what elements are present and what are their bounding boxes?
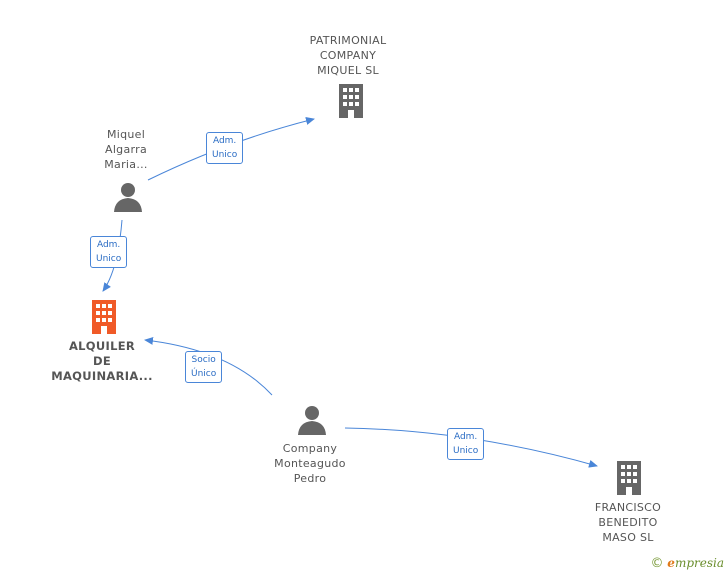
label-line: MASO SL <box>602 531 654 544</box>
brand-name: mpresia <box>674 556 724 570</box>
label-line: Company <box>282 442 338 455</box>
label-line: MAQUINARIA... <box>51 369 153 383</box>
edge-label-line: Adm. <box>96 240 121 250</box>
label-line: FRANCISCO <box>594 501 662 514</box>
node-label-patrimonial[interactable]: PATRIMONIAL COMPANY MIQUEL SL <box>298 33 398 78</box>
person-icon[interactable] <box>113 182 143 212</box>
edge-label-pedro-francisco[interactable]: Adm. Unico <box>447 428 485 460</box>
label-line: ALQUILER <box>68 339 136 353</box>
label-line: Algarra <box>105 143 147 156</box>
label-line: PATRIMONIAL <box>309 34 387 47</box>
label-line: Miquel <box>106 128 146 141</box>
edge-label-line: Adm. <box>212 136 237 146</box>
building-icon[interactable] <box>336 84 366 118</box>
label-line: MIQUEL SL <box>317 64 379 77</box>
label-line: BENEDITO <box>598 516 658 529</box>
edge-label-line: Adm. <box>453 432 478 442</box>
copyright-symbol: © <box>650 556 664 571</box>
brand-initial: e <box>667 556 675 570</box>
node-label-miquel[interactable]: Miquel Algarra Maria... <box>86 127 166 172</box>
building-icon[interactable] <box>614 461 644 495</box>
node-label-alquiler[interactable]: ALQUILER DE MAQUINARIA... <box>44 339 160 384</box>
edge-label-line: Unico <box>453 446 479 456</box>
empresia-watermark: © empresia <box>650 556 724 571</box>
label-line: COMPANY <box>319 49 377 62</box>
node-label-francisco[interactable]: FRANCISCO BENEDITO MASO SL <box>578 500 678 545</box>
edge-label-line: Único <box>191 369 217 379</box>
label-line: DE <box>92 354 111 368</box>
label-line: Monteagudo <box>274 457 346 470</box>
node-label-company-pedro[interactable]: Company Monteagudo Pedro <box>262 441 358 486</box>
edge-label-line: Unico <box>212 150 238 160</box>
edge-label-line: Socio <box>191 355 216 365</box>
person-icon[interactable] <box>297 405 327 435</box>
edge-label-pedro-alquiler[interactable]: Socio Único <box>185 351 223 383</box>
label-line: Maria... <box>104 158 148 171</box>
edge-label-miquel-alquiler[interactable]: Adm. Unico <box>90 236 128 268</box>
edge-label-line: Unico <box>96 254 122 264</box>
edge-label-miquel-patrimonial[interactable]: Adm. Unico <box>206 132 244 164</box>
label-line: Pedro <box>293 472 327 485</box>
building-icon[interactable] <box>89 300 119 334</box>
